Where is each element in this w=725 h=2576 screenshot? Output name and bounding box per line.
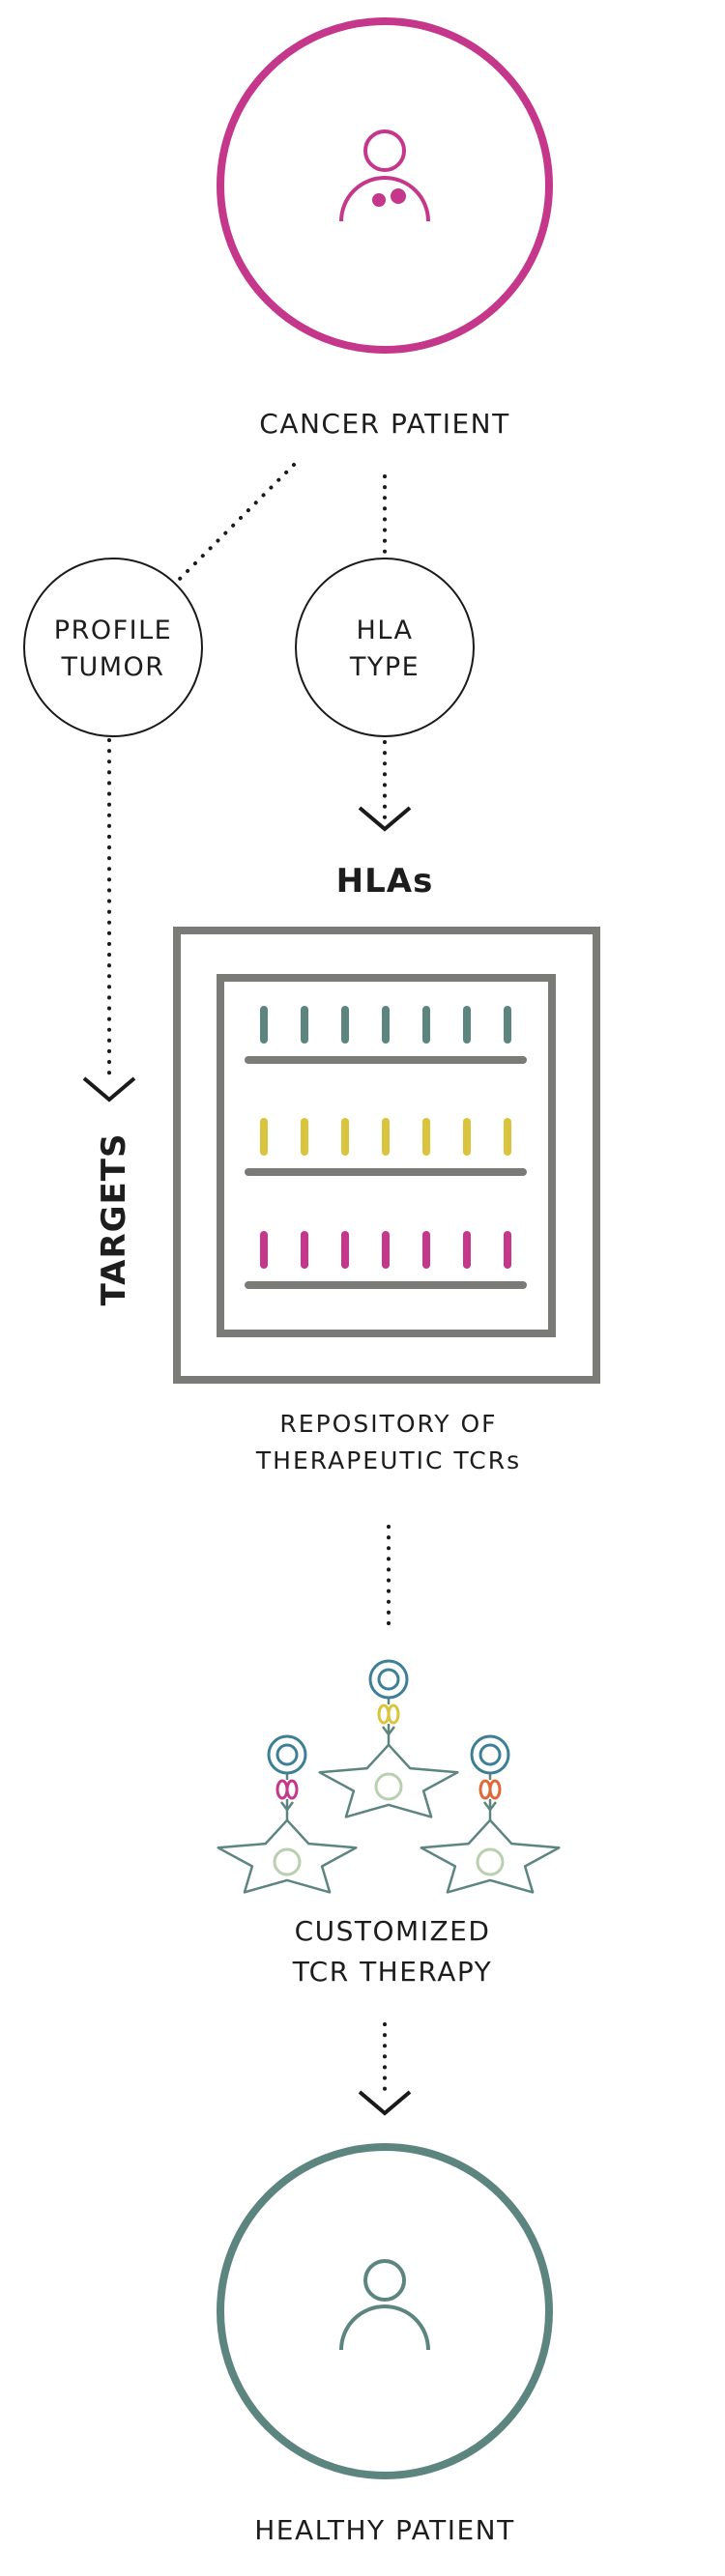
tcr-chain-beta [387, 1703, 400, 1725]
repository-label-line2: THERAPEUTIC TCRs [255, 1446, 521, 1474]
hla-type-label-line1: HLA [357, 615, 414, 645]
tcr-cells-group [217, 1659, 561, 1894]
receptor-base [280, 1801, 294, 1813]
antigen-outer-ring [267, 1734, 307, 1775]
tcr-cell [318, 1659, 459, 1818]
cell-body [217, 1818, 358, 1894]
antigen-outer-ring [368, 1659, 409, 1700]
targets-label: TARGETS [95, 1133, 133, 1306]
cell-nucleus [476, 1847, 505, 1876]
healthy-patient-node [217, 2143, 553, 2479]
cell-nucleus [273, 1847, 302, 1876]
hla-type-label-line2: TYPE [349, 652, 420, 682]
repository-label-line1: REPOSITORY OF [279, 1410, 497, 1438]
repository-row-magenta [245, 1231, 527, 1289]
tcr-cell [420, 1734, 561, 1894]
tumor-dot-large [391, 188, 406, 204]
repository-row-teal [245, 1006, 527, 1064]
connector-patient-to-profile [177, 463, 296, 582]
repository-row-yellow [245, 1118, 527, 1176]
cancer-patient-node [217, 17, 553, 354]
hlas-label: HLAs [336, 862, 434, 901]
repository-outer-frame [173, 927, 600, 1384]
arrow-head-hlas [358, 806, 412, 832]
tumor-dot-small [372, 193, 386, 207]
cancer-patient-icon [339, 129, 430, 222]
cell-body [318, 1743, 459, 1818]
antigen-inner-ring [377, 1668, 400, 1691]
tcr-chain-beta [488, 1779, 502, 1800]
therapy-label-line1: CUSTOMIZED [295, 1915, 491, 1947]
arrow-head-targets [82, 1076, 136, 1102]
tcr-cell [217, 1734, 358, 1894]
healthy-patient-label: HEALTHY PATIENT [254, 2514, 514, 2546]
antigen-inner-ring [478, 1743, 502, 1766]
antigen-outer-ring [470, 1734, 510, 1775]
cancer-patient-label: CANCER PATIENT [259, 408, 509, 440]
receptor-base [382, 1726, 395, 1737]
arrow-head-healthy [358, 2090, 412, 2116]
profile-tumor-node: PROFILE TUMOR [23, 558, 203, 737]
therapy-label-line2: TCR THERAPY [292, 1956, 493, 1988]
receptor-base [483, 1801, 497, 1813]
tcr-repository [173, 927, 600, 1384]
cell-body [420, 1818, 561, 1894]
repository-inner-frame [217, 974, 556, 1337]
profile-tumor-label-line2: TUMOR [60, 652, 164, 682]
healthy-patient-circle [217, 2143, 553, 2479]
tcr-chain-beta [285, 1779, 299, 1800]
antigen-inner-ring [276, 1743, 299, 1766]
profile-tumor-label-line1: PROFILE [54, 615, 172, 645]
healthy-patient-icon [339, 2259, 430, 2351]
cell-nucleus [374, 1772, 403, 1801]
hla-type-node: HLA TYPE [295, 558, 475, 737]
cancer-patient-circle [217, 17, 553, 354]
